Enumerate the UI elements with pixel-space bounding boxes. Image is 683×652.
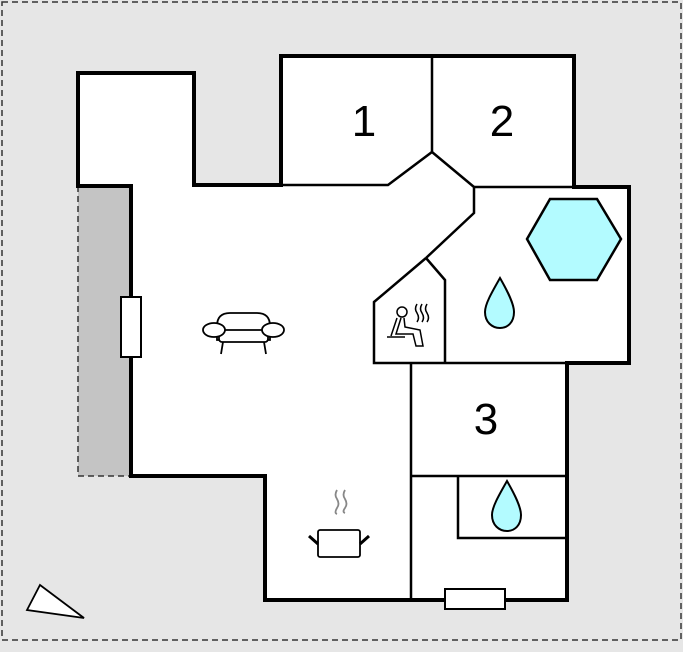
sofa-icon [202, 312, 285, 355]
house-outline [76, 54, 631, 602]
terrace-door [120, 296, 142, 358]
shower-drop-icon [483, 275, 516, 330]
sauna-icon [387, 303, 430, 347]
room-1-label: 1 [352, 97, 376, 146]
plot-boundary [1, 1, 682, 641]
interior-walls [281, 56, 574, 600]
window [444, 588, 506, 610]
north-arrow-icon [25, 583, 85, 619]
cooking-pot-icon [308, 489, 370, 558]
room-2-label: 2 [490, 97, 514, 146]
room-3-label: 3 [474, 395, 498, 444]
hot-tub-hexagon-icon [525, 197, 623, 282]
shower-drop-icon [490, 478, 523, 533]
